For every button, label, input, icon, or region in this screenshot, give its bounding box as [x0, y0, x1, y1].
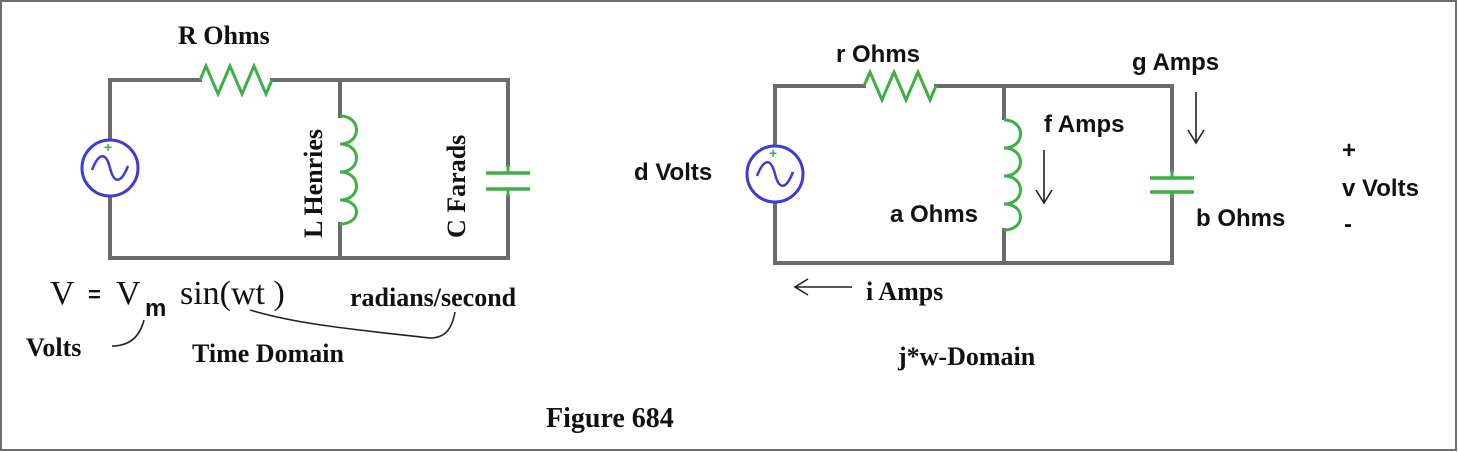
capacitor-impedance-label: b Ohms: [1196, 205, 1285, 232]
source-equation: V = V m sin(wt ): [50, 275, 285, 322]
jw-inductor-icon: [1003, 118, 1022, 232]
inductor-current-label: f Amps: [1044, 111, 1124, 138]
wire-jw-top-right: [934, 84, 1174, 172]
volts-label: Volts: [26, 333, 81, 362]
capacitor-current-label: g Amps: [1132, 49, 1219, 76]
jw-capacitor-icon: [1150, 170, 1194, 198]
loop-current-arrow-icon: [793, 278, 852, 296]
wire-jw-bottom: [773, 194, 1174, 265]
resistor-icon: [198, 62, 274, 98]
capacitor-current-arrow-icon: [1187, 92, 1205, 145]
equation-rhs: sin(wt ): [180, 275, 285, 312]
equation-v: V: [116, 275, 141, 312]
wire-jw-left-top: [773, 84, 866, 148]
equation-equals: =: [88, 282, 101, 307]
radians-label: radians/second: [350, 283, 517, 312]
voltage-plus-sign: +: [1342, 137, 1356, 164]
capacitor-label: C Farads: [442, 135, 471, 238]
inductor-impedance-label: a Ohms: [890, 201, 978, 228]
time-domain-caption: Time Domain: [192, 339, 344, 368]
wire-left-top: [108, 78, 202, 142]
svg-text:+: +: [769, 145, 777, 161]
jw-ac-source-icon: +: [745, 144, 805, 204]
inductor-label: L Henries: [299, 129, 328, 238]
volts-leader-line: [111, 319, 145, 347]
jw-resistor-icon: [862, 68, 938, 104]
source-voltage-label: d Volts: [634, 159, 712, 186]
svg-text:+: +: [104, 139, 112, 155]
time-domain-circuit: + R Ohms L Henries C Farads V = V m sin(…: [26, 21, 530, 368]
jw-resistor-label: r Ohms: [836, 41, 920, 68]
capacitor-icon: [486, 165, 530, 197]
equation-lhs: V: [50, 275, 75, 312]
inductor-current-arrow-icon: [1035, 150, 1053, 205]
wire-top-right: [270, 78, 510, 167]
voltage-minus-sign: -: [1344, 211, 1352, 238]
equation-subscript: m: [145, 295, 166, 322]
wire-bottom: [108, 194, 510, 260]
jw-domain-caption: j*w-Domain: [897, 342, 1036, 371]
resistor-label: R Ohms: [178, 21, 270, 50]
output-voltage-label: v Volts: [1342, 175, 1419, 202]
figure-caption: Figure 684: [546, 403, 674, 434]
radians-leader-line: [249, 309, 456, 339]
jw-domain-circuit: + r Ohms d Volts f Amps a Ohms g Am: [634, 41, 1419, 371]
inductor-icon: [338, 110, 358, 226]
ac-source-icon: +: [80, 138, 140, 198]
loop-current-label: i Amps: [866, 277, 943, 306]
